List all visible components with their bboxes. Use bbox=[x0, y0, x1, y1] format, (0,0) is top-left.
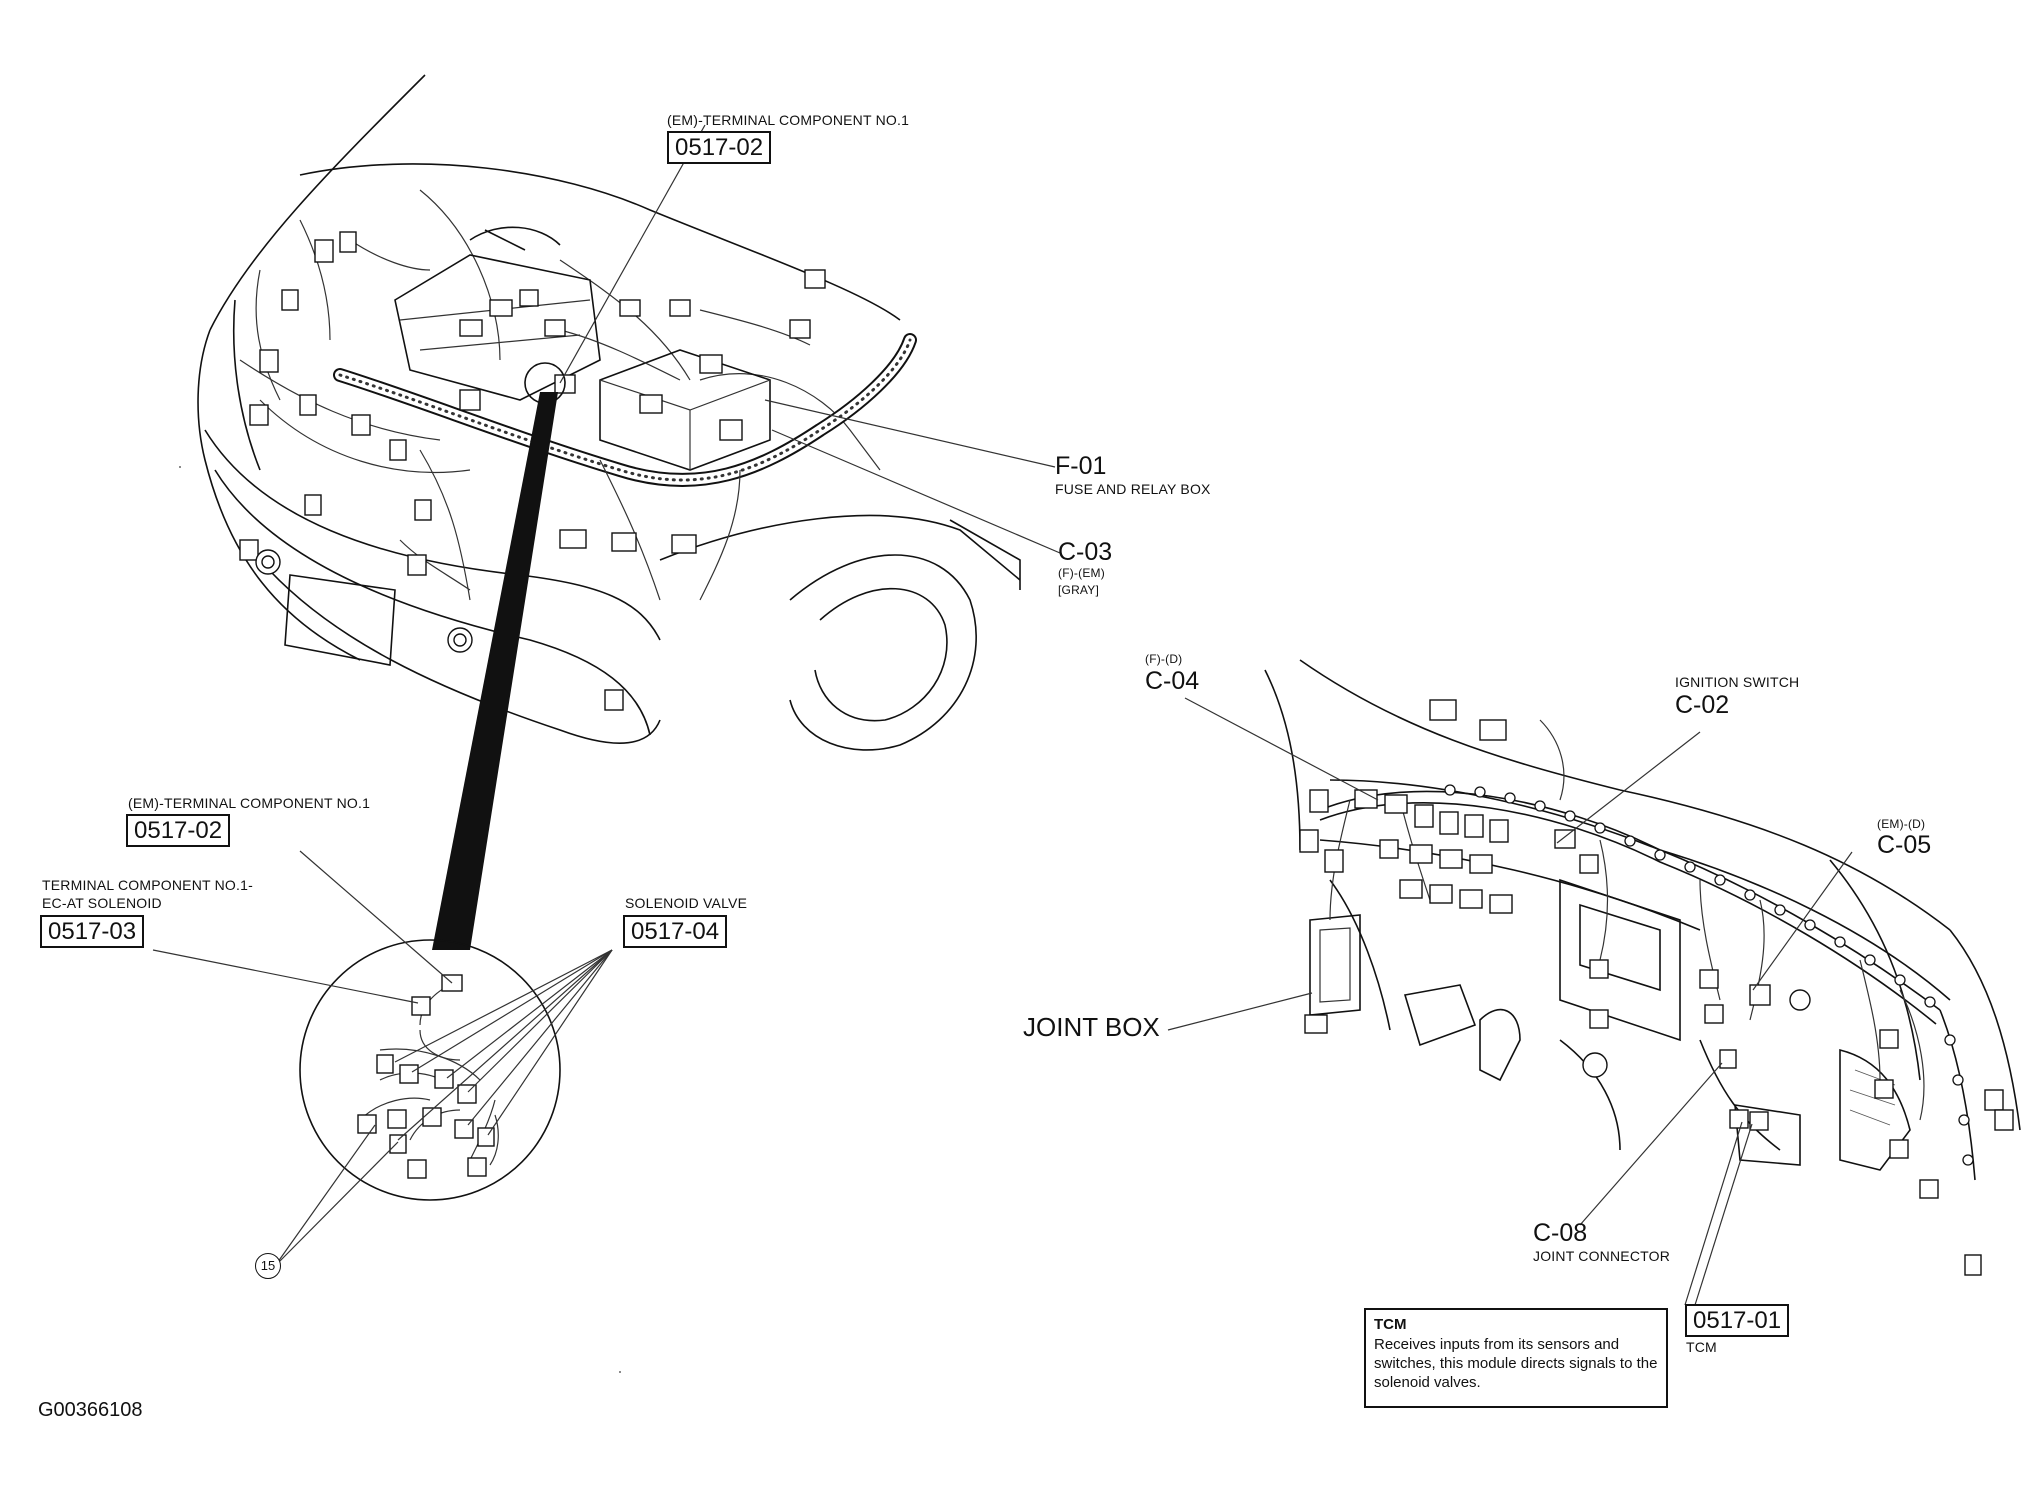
c05-id: C-05 bbox=[1877, 831, 1932, 859]
tcm-note-title: TCM bbox=[1374, 1316, 1407, 1333]
tcm-description-box: TCM Receives inputs from its sensors and… bbox=[1364, 1308, 1668, 1408]
solenoid-valve-code: 0517-04 bbox=[623, 915, 728, 949]
f01-id: F-01 bbox=[1055, 452, 1107, 480]
ec-at-solenoid-code: 0517-03 bbox=[40, 915, 145, 949]
joint-box-label: JOINT BOX bbox=[1023, 1012, 1160, 1042]
ignition-switch-caption: IGNITION SWITCH bbox=[1675, 674, 1800, 690]
detail-terminal-component-caption: (EM)-TERMINAL COMPONENT NO.1 bbox=[128, 795, 371, 811]
joint-connector-description: JOINT CONNECTOR bbox=[1533, 1248, 1671, 1264]
c04-id: C-04 bbox=[1145, 667, 1200, 695]
terminal-component-top-code: 0517-02 bbox=[667, 131, 772, 165]
solenoid-detail-drawing bbox=[299, 939, 561, 1201]
c03-sub-2: [GRAY] bbox=[1058, 583, 1099, 597]
ec-at-caption-line-1: TERMINAL COMPONENT NO.1- bbox=[42, 877, 253, 893]
tcm-note-text: Receives inputs from its sensors and swi… bbox=[1374, 1336, 1658, 1391]
terminal-component-top-caption: (EM)-TERMINAL COMPONENT NO.1 bbox=[667, 112, 910, 128]
c08-id: C-08 bbox=[1533, 1219, 1588, 1247]
c03-id: C-03 bbox=[1058, 538, 1113, 566]
tcm-code: 0517-01 bbox=[1685, 1304, 1790, 1338]
detail-terminal-component-code: 0517-02 bbox=[126, 814, 231, 848]
callout-number-15: 15 bbox=[255, 1253, 281, 1279]
dashboard-drawing bbox=[1264, 659, 2021, 1276]
ec-at-caption-line-2: EC-AT SOLENOID bbox=[42, 895, 162, 911]
solenoid-valve-caption: SOLENOID VALVE bbox=[625, 895, 748, 911]
c04-sub: (F)-(D) bbox=[1145, 652, 1183, 666]
c02-id: C-02 bbox=[1675, 691, 1730, 719]
c05-sub: (EM)-(D) bbox=[1877, 817, 1926, 831]
f01-description: FUSE AND RELAY BOX bbox=[1055, 481, 1211, 497]
c03-sub-1: (F)-(EM) bbox=[1058, 566, 1105, 580]
figure-id: G00366108 bbox=[38, 1399, 143, 1421]
tcm-code-caption: TCM bbox=[1686, 1339, 1717, 1355]
engine-bay-drawing bbox=[197, 74, 1021, 751]
